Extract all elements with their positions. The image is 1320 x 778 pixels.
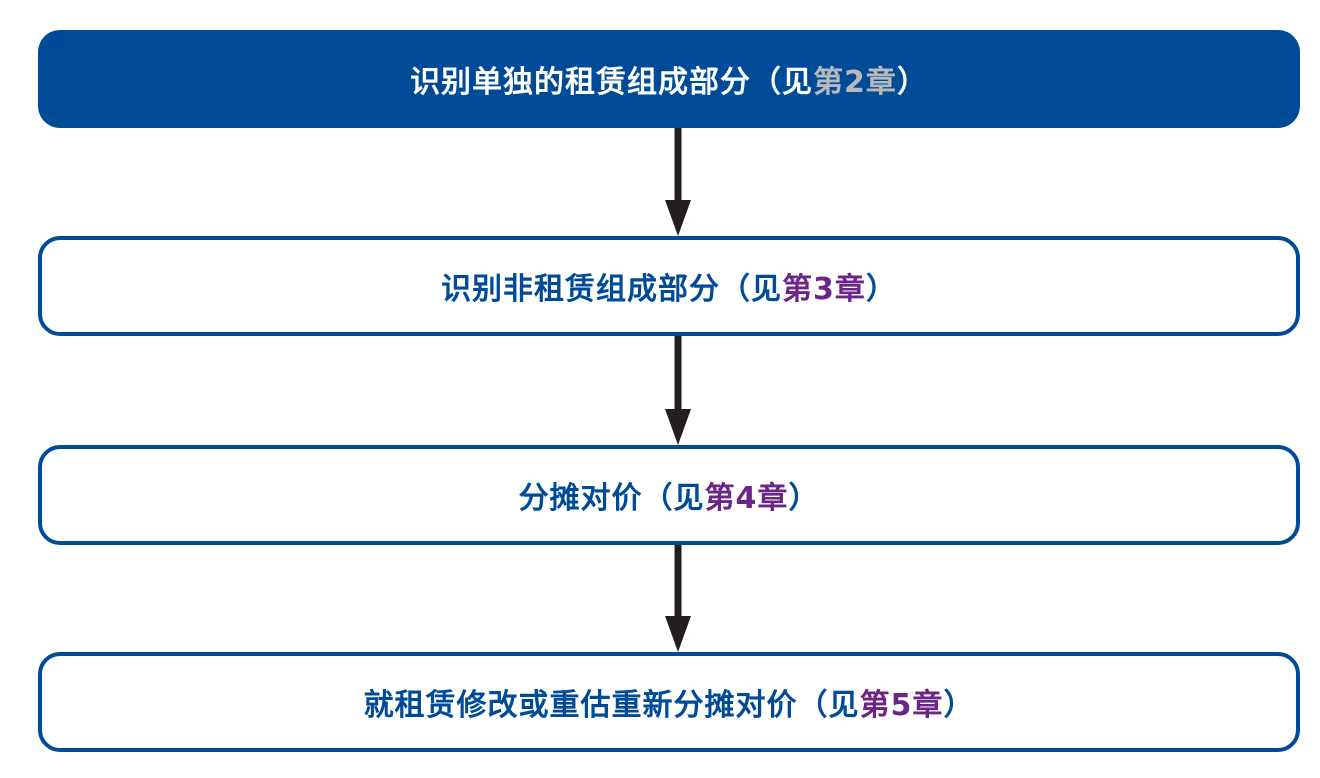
flow-arrow-down-icon [665, 545, 691, 652]
chapter-reference: 第3章 [782, 272, 866, 307]
step-text-close: ） [865, 272, 897, 307]
step-text: 就租赁修改或重估重新分摊对价（见 [363, 688, 860, 723]
step-text-close: ） [788, 481, 820, 516]
flow-step-allocate-consideration: 分摊对价（见第4章） [38, 445, 1300, 545]
step-text: 识别非租赁组成部分（见 [441, 272, 783, 307]
step-text-close: ） [943, 688, 975, 723]
flow-arrow-down-icon [665, 336, 691, 445]
flow-step-identify-non-lease-components: 识别非租赁组成部分（见第3章） [38, 236, 1300, 336]
step-text: 分摊对价（见 [518, 481, 705, 516]
flow-step-identify-lease-components: 识别单独的租赁组成部分（见第2章） [38, 30, 1300, 128]
chapter-reference: 第4章 [704, 481, 789, 516]
chapter-reference: 第5章 [859, 688, 944, 723]
step-text-close: ） [896, 65, 928, 100]
chapter-reference: 第2章 [813, 65, 897, 100]
flow-step-reallocate-consideration: 就租赁修改或重估重新分摊对价（见第5章） [38, 652, 1300, 752]
step-text: 识别单独的租赁组成部分（见 [410, 65, 814, 100]
flow-arrow-down-icon [665, 128, 691, 236]
